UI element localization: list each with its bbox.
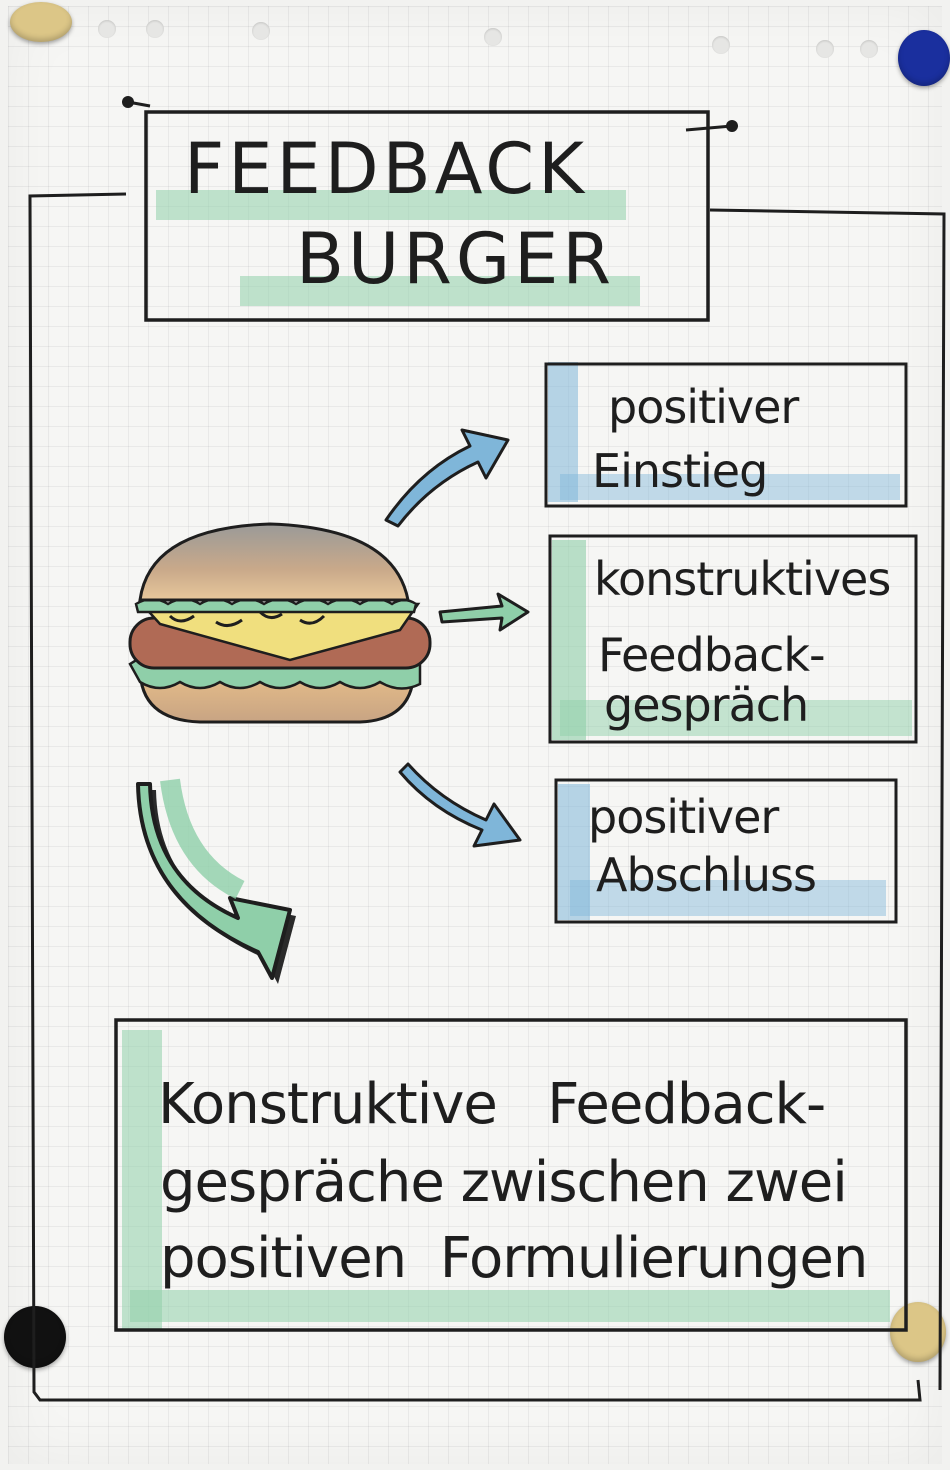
- step-3-line-1: positiver: [588, 790, 779, 844]
- burger-illustration: [128, 522, 432, 724]
- punch-hole: [816, 40, 834, 58]
- step-2-line-1: konstruktives: [594, 552, 891, 606]
- magnet-beige-icon: [890, 1302, 946, 1362]
- punch-hole: [484, 28, 502, 46]
- summary-line-2: gespräche zwischen zwei: [160, 1150, 848, 1215]
- step-box-1: [544, 362, 908, 508]
- punch-hole: [98, 20, 116, 38]
- title-line-2: BURGER: [296, 218, 616, 300]
- magnet-blue-icon: [898, 30, 950, 86]
- step-2-line-3: gespräch: [604, 678, 809, 732]
- arrow-green-right: [438, 592, 530, 632]
- big-green-arrow: [136, 778, 296, 984]
- title-line-1: FEEDBACK: [184, 128, 589, 210]
- step-box-2: [548, 534, 918, 744]
- outer-frame: [28, 192, 946, 1402]
- summary-line-1: Konstruktive Feedback-: [158, 1072, 826, 1137]
- magnet-beige-icon: [10, 2, 72, 42]
- arrow-blue-down: [398, 762, 522, 848]
- step-2-line-2: Feedback-: [598, 628, 826, 682]
- step-box-3: [554, 778, 898, 924]
- punch-hole: [860, 40, 878, 58]
- punch-hole: [146, 20, 164, 38]
- summary-box: [114, 1018, 908, 1332]
- punch-hole: [252, 22, 270, 40]
- step-3-line-2: Abschluss: [596, 848, 817, 902]
- summary-line-3: positiven Formulierungen: [160, 1226, 868, 1291]
- step-1-line-2: Einstieg: [592, 444, 768, 498]
- punch-hole: [712, 36, 730, 54]
- title-box: [122, 96, 738, 322]
- arrow-blue-up: [384, 428, 510, 528]
- step-1-line-1: positiver: [608, 380, 799, 434]
